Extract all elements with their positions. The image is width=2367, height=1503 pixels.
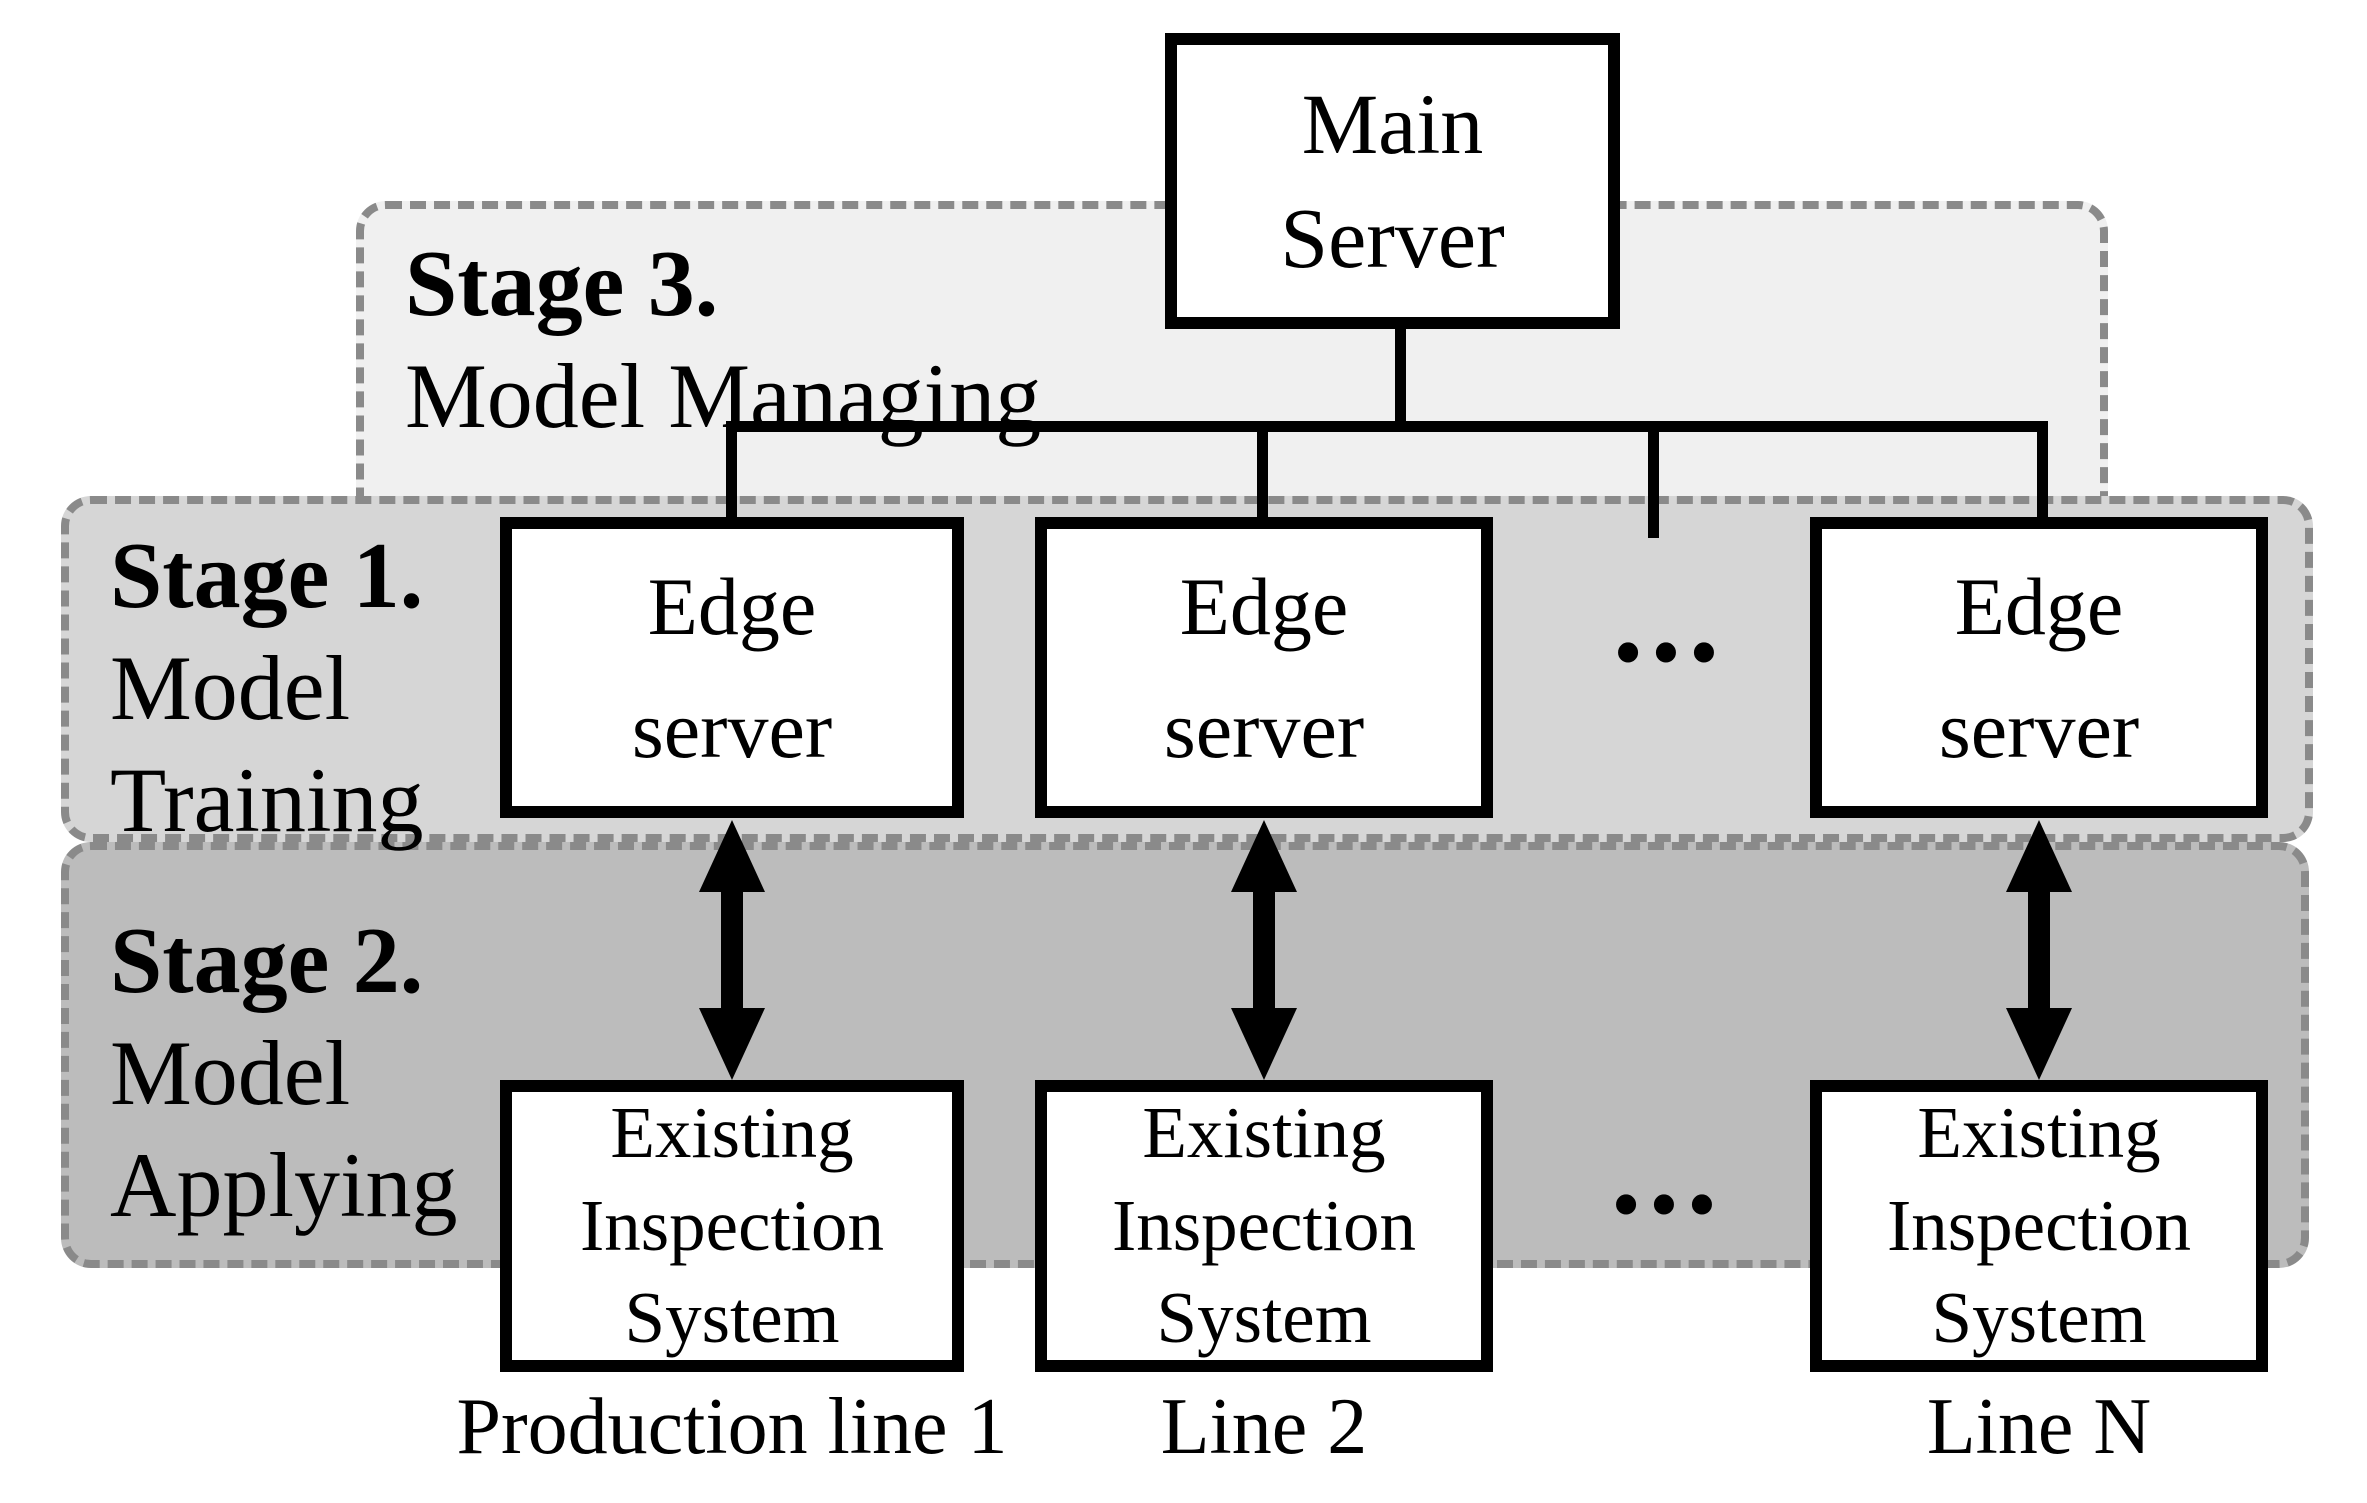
connector-trunk-to-edge2 [1257, 421, 1268, 533]
arrow-down-head-icon [699, 1008, 765, 1080]
production-line-label-2: Line 2 [1160, 1383, 1368, 1471]
inspection-system-node-3: Existing Inspection System [1810, 1080, 2268, 1372]
bidirectional-arrow-2 [1231, 820, 1297, 1080]
connector-main-to-trunk [1395, 318, 1406, 432]
stage1-label: Stage 1. Model Training [110, 520, 424, 856]
main-server-node: Main Server [1165, 33, 1620, 329]
inspection-system-node-1: Existing Inspection System [500, 1080, 964, 1372]
ellipsis-inspection-row: ••• [1613, 1164, 1727, 1246]
edge-server-node-3: Edge server [1810, 517, 2268, 818]
connector-trunk-to-edge3 [2037, 421, 2048, 533]
bidirectional-arrow-3 [2006, 820, 2072, 1080]
arrow-shaft [1253, 892, 1275, 1008]
stage3-subtitle: Model Managing [405, 345, 1042, 447]
arrow-down-head-icon [2006, 1008, 2072, 1080]
edge-server-node-2: Edge server [1035, 517, 1493, 818]
stage2-title: Stage 2. [110, 909, 424, 1013]
connector-trunk-stub [1648, 421, 1659, 538]
production-line-label-3: Line N [1926, 1383, 2152, 1471]
inspection-system-node-2: Existing Inspection System [1035, 1080, 1493, 1372]
connector-trunk [726, 421, 2048, 432]
arrow-shaft [2028, 892, 2050, 1008]
stage1-subtitle: Model Training [110, 637, 424, 851]
production-line-label-1: Production line 1 [456, 1383, 1008, 1471]
ellipsis-edge-row: ••• [1615, 612, 1729, 694]
stage1-title: Stage 1. [110, 524, 424, 628]
edge-server-node-1: Edge server [500, 517, 964, 818]
stage2-subtitle: Model Applying [110, 1022, 458, 1236]
arrow-up-head-icon [1231, 820, 1297, 892]
bidirectional-arrow-1 [699, 820, 765, 1080]
connector-trunk-to-edge1 [726, 421, 737, 533]
arrow-down-head-icon [1231, 1008, 1297, 1080]
arrow-shaft [721, 892, 743, 1008]
arrow-up-head-icon [2006, 820, 2072, 892]
arrow-up-head-icon [699, 820, 765, 892]
stage2-label: Stage 2. Model Applying [110, 905, 458, 1241]
stage3-label: Stage 3. Model Managing [405, 228, 1041, 452]
stage3-title: Stage 3. [405, 232, 719, 336]
